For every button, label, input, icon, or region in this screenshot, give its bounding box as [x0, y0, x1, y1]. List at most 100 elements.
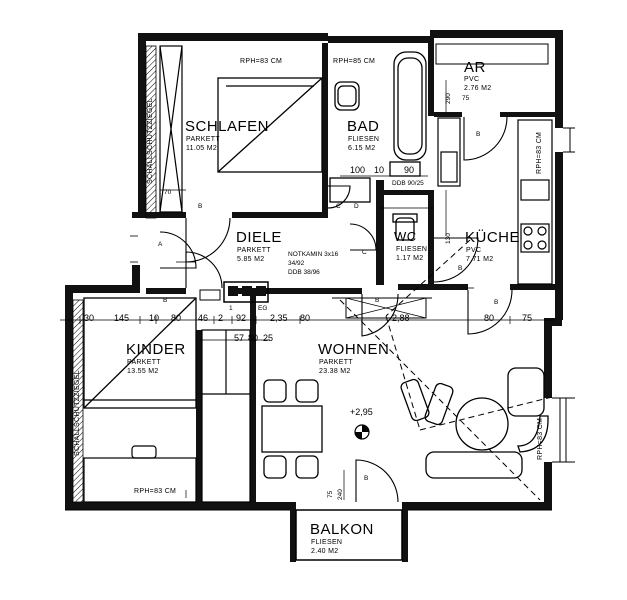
interior-walls [146, 38, 558, 562]
door-mark-b3: B [476, 131, 481, 138]
dim-10-b: 10 [374, 165, 385, 175]
dim-75-c: 75 [327, 490, 334, 498]
door-mark-b5: B [494, 299, 499, 306]
door-mark-b4: B [458, 265, 463, 272]
room-wc-area: 1.17 M2 [396, 255, 424, 262]
wall [402, 502, 408, 562]
chimney-line2: 34/92 [288, 260, 305, 267]
room-schlafen-name: SCHLAFEN [185, 118, 270, 135]
wardrobes [159, 45, 251, 503]
dim-10: 10 [149, 313, 160, 323]
wall [398, 284, 468, 290]
wall [408, 502, 552, 510]
dim-25: 25 [263, 333, 274, 343]
outer-walls [65, 30, 563, 510]
wall [132, 265, 140, 293]
rph-schlafen: RPH=83 CM [240, 58, 283, 65]
room-kueche-floor: PVC [466, 247, 482, 254]
dim-92: 92 [236, 313, 247, 323]
dim-57: 57 [234, 333, 245, 343]
room-diele-name: DIELE [236, 229, 282, 246]
door-mark-eg: EG [258, 305, 268, 312]
dim-235: 2,35 [270, 313, 288, 323]
wall [555, 152, 563, 292]
balcony-outline [295, 509, 403, 561]
dim-2: 2 [218, 313, 224, 323]
sideboard-diag [345, 297, 427, 319]
wall [555, 30, 563, 128]
rph-bad: RPH=85 CM [333, 58, 376, 65]
door-mark-a: A [158, 241, 163, 248]
dim-130: 130 [445, 233, 452, 244]
wall [146, 288, 186, 294]
wall [250, 294, 256, 504]
wall [138, 33, 146, 218]
room-schlafen-area: 11.05 M2 [186, 145, 218, 152]
room-ar-floor: PVC [464, 76, 480, 83]
axis-marks [130, 235, 474, 289]
dim-ddb: DDB 90/25 [392, 180, 424, 187]
dim-75-b: 75 [462, 95, 470, 102]
dim-80-a: 80 [171, 313, 182, 323]
level-label: +2,95 [350, 407, 373, 417]
room-wc-floor: FLIESEN [396, 246, 428, 253]
room-diele-floor: PARKETT [237, 247, 271, 254]
living-furniture [261, 367, 549, 479]
wall [500, 112, 558, 117]
wall [555, 290, 563, 320]
chimney-line1: NOTKAMIN 3x16 [288, 251, 339, 258]
wall [138, 33, 328, 41]
room-diele-area: 5.85 M2 [237, 256, 265, 263]
room-ar-name: AR [464, 59, 486, 76]
chimney-line3: DDB 38/96 [288, 269, 320, 276]
dim-70: 70 [164, 189, 172, 196]
dim-290: 290 [445, 93, 452, 104]
wall [65, 502, 290, 510]
sideboard [345, 297, 427, 319]
wall [65, 285, 73, 510]
wall [290, 502, 296, 562]
wall [434, 112, 462, 117]
wall-label-bottom: SCHALLSCHUTZZIEGEL [74, 370, 81, 456]
wall [132, 212, 146, 218]
dim-240: 240 [337, 489, 344, 500]
door-mark-c2: C [362, 249, 367, 256]
dim-100: 100 [350, 165, 366, 175]
dim-80-d: 80 [248, 333, 259, 343]
wall-label-top: SCHALLSCHUTZZIEGEL [147, 98, 154, 184]
bath-fixtures [329, 51, 427, 241]
wall [376, 180, 384, 285]
door-mark-b7: B [364, 475, 369, 482]
door-swings [159, 116, 513, 503]
wall [232, 288, 362, 294]
dim-288: 2,88 [392, 313, 410, 323]
kids-desk [83, 445, 197, 503]
door-mark-c1: C [336, 203, 341, 210]
dim-90: 90 [404, 165, 415, 175]
room-ar-area: 2.76 M2 [464, 85, 492, 92]
beds [83, 77, 323, 409]
room-bad-name: BAD [347, 118, 380, 135]
room-wohnen-name: WOHNEN [318, 341, 390, 358]
wall [328, 36, 430, 43]
wall [322, 43, 328, 215]
room-wc-name: WC [394, 229, 417, 244]
room-schlafen-floor: PARKETT [186, 136, 220, 143]
ar-shelves [435, 43, 549, 65]
dimension-lines [60, 80, 555, 500]
room-kueche-name: KÜCHE [465, 229, 521, 246]
wall [232, 212, 328, 218]
room-kueche-area: 7.71 M2 [466, 256, 494, 263]
room-kinder-area: 13.55 M2 [127, 368, 159, 375]
dim-75: 75 [522, 313, 533, 323]
room-bad-floor: FLIESEN [348, 136, 380, 143]
rph-kinder: RPH=83 CM [134, 488, 177, 495]
door-mark-b2: B [163, 297, 168, 304]
room-wohnen-floor: PARKETT [319, 359, 353, 366]
wall [430, 30, 562, 38]
room-balkon-area: 2.40 M2 [311, 548, 339, 555]
dim-145: 145 [114, 313, 130, 323]
room-balkon-name: BALKON [310, 521, 374, 538]
